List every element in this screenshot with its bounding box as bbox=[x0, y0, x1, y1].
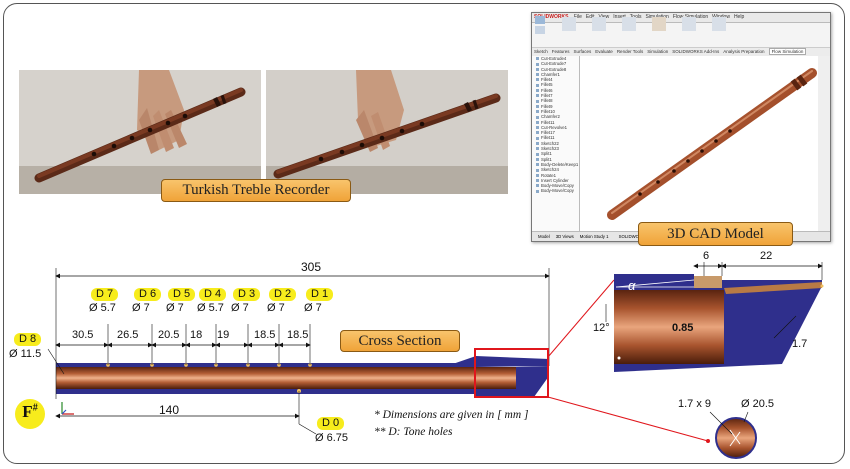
tag-d0: D 0 bbox=[317, 417, 345, 430]
feature-tree-item[interactable]: Split1 bbox=[532, 157, 579, 162]
recorder-photo-right bbox=[266, 70, 508, 194]
tone-hole-diameter: Ø 7 bbox=[231, 302, 249, 314]
cad-ribbon-tab[interactable]: Features bbox=[551, 49, 570, 54]
tone-hole-tag: D 2 bbox=[269, 288, 297, 301]
cad-ribbon-tab[interactable]: SOLIDWORKS Add-Ins bbox=[672, 49, 720, 54]
cad-ribbon-tab[interactable]: Analysis Preparation bbox=[723, 49, 765, 54]
tone-hole-tag: D 5 bbox=[168, 288, 196, 301]
feature-tree-item[interactable]: Fillet6 bbox=[532, 88, 579, 93]
detail-angle-symbol: α bbox=[628, 278, 636, 293]
cad-ribbon-tab[interactable]: Flow Simulation bbox=[768, 48, 807, 55]
tone-hole-tag: D 7 bbox=[91, 288, 119, 301]
hole-spacing: 18 bbox=[190, 329, 203, 341]
cad-ribbon-tab[interactable]: Simulation bbox=[647, 49, 669, 54]
detail-ratio: 0.85 bbox=[672, 322, 694, 334]
cad-ribbon bbox=[532, 16, 830, 48]
feature-tree-item[interactable]: Chamfer2 bbox=[532, 114, 579, 119]
thumb-hole-distance: 140 bbox=[159, 403, 180, 417]
feature-tree-item[interactable]: Cut-Revolve1 bbox=[532, 125, 579, 130]
photo-caption: Turkish Treble Recorder bbox=[161, 179, 351, 202]
feature-tree-item[interactable]: Body-Move/Copy bbox=[532, 188, 579, 193]
hole-spacing: 18.5 bbox=[287, 329, 309, 341]
feature-tree-item[interactable]: Split1 bbox=[532, 151, 579, 156]
cad-menu-item[interactable]: Edit bbox=[585, 14, 595, 20]
cad-bottom-tab[interactable]: Model bbox=[538, 234, 550, 239]
tone-hole-diameter: Ø 7 bbox=[304, 302, 322, 314]
feature-tree-item[interactable]: Chamfer1 bbox=[532, 72, 579, 77]
feature-tree-item[interactable]: Cut-Extrude8 bbox=[532, 67, 579, 72]
note-tone-holes: ** D: Tone holes bbox=[374, 426, 453, 438]
hole-spacing: 26.5 bbox=[117, 329, 139, 341]
cad-menu-item[interactable]: Help bbox=[733, 14, 745, 20]
d8-diameter: Ø 11.5 bbox=[9, 348, 42, 360]
detail-wall: 1.7 bbox=[792, 338, 808, 350]
hole-spacing: 19 bbox=[217, 329, 230, 341]
tone-hole-diameter: Ø 7 bbox=[267, 302, 285, 314]
detail-width-22: 22 bbox=[760, 250, 773, 262]
feature-tree-item[interactable]: Fillet10 bbox=[532, 109, 579, 114]
cad-menu-item[interactable]: Insert bbox=[613, 14, 626, 20]
cad-ribbon-icons bbox=[535, 16, 726, 34]
tone-hole-tag: D 1 bbox=[306, 288, 334, 301]
tone-hole-tag: D 6 bbox=[134, 288, 162, 301]
cad-status-tabs: Model 3D Views Motion Study 1 bbox=[535, 234, 611, 239]
tone-hole-diameter: Ø 5.7 bbox=[89, 302, 116, 314]
key-note: F# bbox=[22, 402, 38, 421]
cad-3d-view bbox=[580, 56, 830, 232]
hole-slot-dim: 1.7 x 9 bbox=[678, 398, 712, 410]
feature-tree-item[interactable]: Cut-Extrude7 bbox=[532, 61, 579, 66]
tone-hole-tag: D 3 bbox=[233, 288, 261, 301]
feature-tree-item[interactable]: Fillet9 bbox=[532, 104, 579, 109]
tone-hole-tag: D 4 bbox=[199, 288, 227, 301]
cad-caption: 3D CAD Model bbox=[638, 222, 793, 246]
cad-bottom-tab[interactable]: 3D Views bbox=[555, 234, 574, 239]
feature-tree-item[interactable]: Fillet11 bbox=[532, 135, 579, 140]
hole-spacing: 18.5 bbox=[254, 329, 276, 341]
cad-menu-item[interactable]: File bbox=[573, 14, 582, 20]
recorder-photo-left bbox=[19, 70, 261, 194]
feature-tree-item[interactable]: Fillet4 bbox=[532, 77, 579, 82]
hole-spacing: 30.5 bbox=[72, 329, 94, 341]
feature-tree-item[interactable]: Insert Cylinder bbox=[532, 178, 579, 183]
hole-spacing: 20.5 bbox=[158, 329, 180, 341]
overall-length-label: 305 bbox=[301, 260, 322, 274]
feature-tree-item[interactable]: Fillet11 bbox=[532, 120, 579, 125]
cad-ribbon-tab[interactable]: Sketch bbox=[534, 49, 548, 54]
feature-tree-item[interactable]: Cut-Extrude4 bbox=[532, 56, 579, 61]
cad-logo: SOLIDWORKS bbox=[534, 14, 569, 20]
feature-tree-item[interactable]: Body-Delete/Keep1 bbox=[532, 162, 579, 167]
feature-tree-item[interactable]: Body-Move/Copy bbox=[532, 183, 579, 188]
feature-tree-item[interactable]: Sketch23 bbox=[532, 146, 579, 151]
tone-hole-diameter: Ø 7 bbox=[132, 302, 150, 314]
feature-tree-item[interactable]: Fillet17 bbox=[532, 130, 579, 135]
feature-tree-item[interactable]: Fillet7 bbox=[532, 93, 579, 98]
feature-tree-item[interactable]: Fillet8 bbox=[532, 98, 579, 103]
tone-hole-diameter: Ø 7 bbox=[166, 302, 184, 314]
cross-section-drawing bbox=[15, 262, 824, 459]
recorder-photo-right-art bbox=[266, 70, 508, 194]
cad-ribbon-tab[interactable]: Render Tools bbox=[616, 49, 644, 54]
cad-bottom-tab[interactable]: Motion Study 1 bbox=[579, 234, 609, 239]
detail-width-6: 6 bbox=[703, 250, 710, 262]
feature-tree-item[interactable]: Sketch22 bbox=[532, 141, 579, 146]
d0-diameter: Ø 6.75 bbox=[315, 432, 349, 444]
hole-outer-diameter: Ø 20.5 bbox=[741, 398, 775, 410]
detail-angle-value: 12° bbox=[593, 322, 610, 334]
cad-ribbon-tab[interactable]: Surfaces bbox=[573, 49, 592, 54]
cad-software-window: SOLIDWORKS FileEditViewInsertToolsSimula… bbox=[531, 12, 831, 242]
section-caption: Cross Section bbox=[340, 330, 460, 352]
tag-d8: D 8 bbox=[14, 333, 42, 346]
tone-hole-diameter: Ø 5.7 bbox=[197, 302, 224, 314]
recorder-photo-left-art bbox=[19, 70, 261, 194]
feature-tree-item[interactable]: Fillet5 bbox=[532, 82, 579, 87]
feature-tree-item[interactable]: Rotate1 bbox=[532, 173, 579, 178]
cad-ribbon-tab[interactable]: Evaluate bbox=[595, 49, 613, 54]
feature-tree-item[interactable]: Sketch24 bbox=[532, 167, 579, 172]
note-units: * Dimensions are given in [ mm ] bbox=[374, 409, 529, 421]
